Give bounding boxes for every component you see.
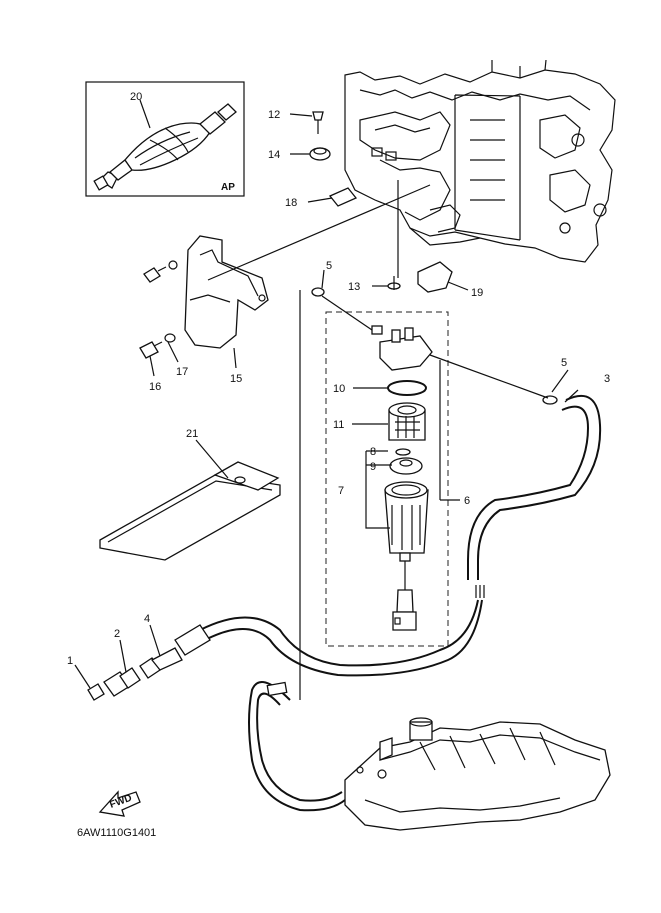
callout-8: 8 bbox=[370, 446, 376, 458]
hose-3 bbox=[467, 395, 602, 598]
head-to-clip5 bbox=[321, 295, 373, 331]
hanger-bracket bbox=[184, 235, 269, 349]
callout-4: 4 bbox=[144, 613, 150, 625]
filter-cup bbox=[384, 481, 429, 631]
callout-20: 20 bbox=[130, 91, 142, 103]
callout-17: 17 bbox=[176, 366, 188, 378]
bracket-screws bbox=[139, 260, 178, 359]
head-to-hose3 bbox=[429, 354, 549, 399]
callout-bracket-7 bbox=[365, 450, 392, 529]
diagram-code: 6AW1110G1401 bbox=[77, 827, 156, 839]
callout-6: 6 bbox=[464, 495, 470, 507]
engine-block bbox=[344, 59, 616, 263]
callout-19: 19 bbox=[471, 287, 483, 299]
float bbox=[389, 457, 423, 475]
primer-bulb-inset bbox=[85, 81, 245, 197]
callout-9: 9 bbox=[370, 461, 376, 473]
callout-7: 7 bbox=[338, 485, 344, 497]
bolt-13 bbox=[387, 276, 401, 290]
clip-5-left bbox=[311, 287, 325, 297]
inlet-fittings bbox=[87, 624, 211, 701]
grommet-14 bbox=[309, 147, 331, 161]
filter-element bbox=[388, 402, 426, 441]
callout-13: 13 bbox=[348, 281, 360, 293]
bracket-leader bbox=[207, 184, 431, 281]
callout-14: 14 bbox=[268, 149, 280, 161]
vapor-separator bbox=[344, 717, 611, 831]
callout-18: 18 bbox=[285, 197, 297, 209]
o-ring bbox=[387, 380, 427, 396]
callout-11: 11 bbox=[333, 419, 344, 431]
callout-1: 1 bbox=[67, 655, 73, 667]
callout-3: 3 bbox=[604, 373, 610, 385]
callout-leaders bbox=[74, 99, 579, 689]
clamp-18 bbox=[328, 187, 358, 207]
callout-2: 2 bbox=[114, 628, 120, 640]
callout-12: 12 bbox=[268, 109, 280, 121]
callout-16: 16 bbox=[149, 381, 161, 393]
callout-5-left: 5 bbox=[326, 260, 332, 272]
callout-10: 10 bbox=[333, 383, 345, 395]
filter-assembly-box bbox=[325, 311, 449, 647]
filter-ring-small bbox=[395, 448, 411, 456]
inset-tag: AP bbox=[221, 182, 235, 193]
fuel-hose-lower bbox=[199, 599, 483, 812]
fwd-arrow-icon: FWD bbox=[98, 790, 141, 817]
pad bbox=[99, 461, 281, 561]
callout-15: 15 bbox=[230, 373, 242, 385]
bolt-12 bbox=[312, 111, 324, 134]
clamp-19 bbox=[417, 261, 453, 293]
callout-5-right: 5 bbox=[561, 357, 567, 369]
filter-head bbox=[371, 325, 433, 371]
callout-21: 21 bbox=[186, 428, 198, 440]
